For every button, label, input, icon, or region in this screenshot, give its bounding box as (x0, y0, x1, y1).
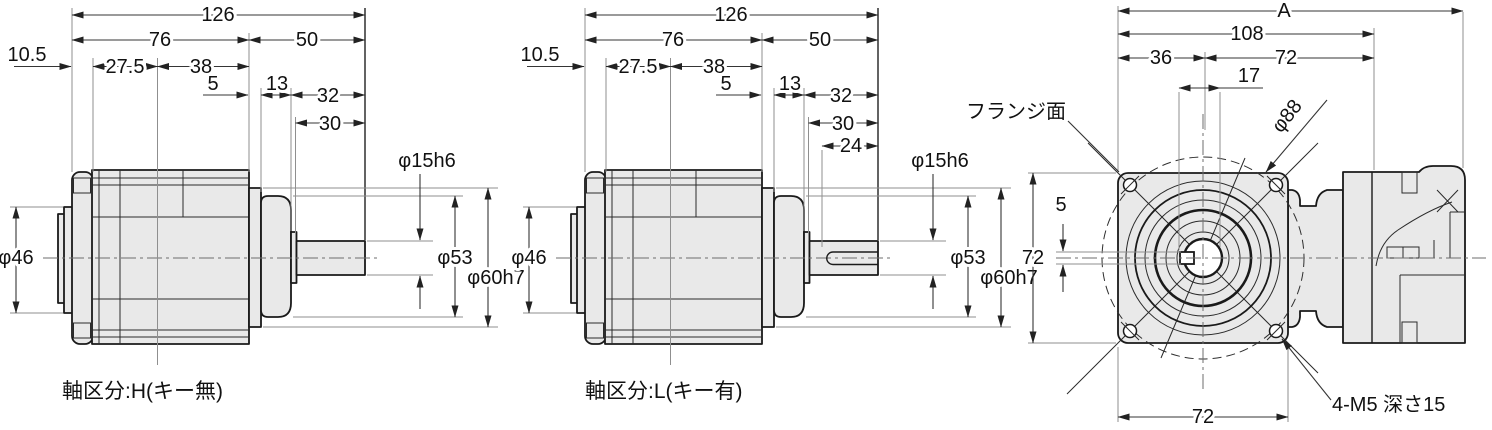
dim-shaft-length-h: 30 (319, 113, 341, 135)
dim-flange-height: 72 (1022, 247, 1044, 269)
dim-rear-cap-l: 10.5 (521, 44, 560, 66)
dim-shaft-length-l: 30 (832, 113, 854, 135)
phi88-leader (1265, 99, 1328, 173)
dim-pilot-dia-h: φ60h7 (467, 267, 524, 289)
dim-spacer-h: 5 (207, 73, 218, 95)
dim-body-width: 72 (1275, 47, 1297, 69)
dim-keyway-length-l: 24 (840, 135, 862, 157)
dim-flange-width: 72 (1192, 406, 1214, 428)
side-view-h-geometry (10, 8, 498, 365)
bolt-hole-top-left (1120, 175, 1140, 195)
bolt-hole-bottom-right (1266, 321, 1286, 341)
dim-step-h: 13 (266, 73, 288, 95)
caption-shaft-type-l: 軸区分:L(キー有) (585, 380, 743, 403)
dim-shaft-dia-l: φ15h6 (911, 150, 968, 172)
dim-center-offset: 36 (1150, 47, 1172, 69)
bolt-hole-top-right (1266, 175, 1286, 195)
dim-gear-section-l: 76 (662, 29, 684, 51)
motor-section-profile (1342, 165, 1466, 344)
dim-flange-to-body: 108 (1230, 23, 1263, 45)
dim-motor-section-l: 50 (809, 29, 831, 51)
dim-spacer-l: 5 (720, 73, 731, 95)
dim-gear-section-h: 76 (149, 29, 171, 51)
dim-shaft-overall-l: 32 (830, 85, 852, 107)
flange-face-leader (1067, 120, 1120, 173)
dim-section-a-l: 27.5 (619, 56, 658, 78)
dim-motor-section-h: 50 (296, 29, 318, 51)
caption-shaft-type-h: 軸区分:H(キー無) (62, 380, 223, 403)
bolt-hole-bottom-left (1120, 321, 1140, 341)
flange-face-label: フランジ面 (966, 101, 1066, 123)
dim-section-b-l: 38 (703, 56, 725, 78)
dim-pilot-dia-l: φ60h7 (980, 267, 1037, 289)
dim-total-length-h: 126 (201, 4, 234, 26)
side-view-l-geometry (523, 8, 1011, 365)
dim-rear-cap-h: 10.5 (8, 44, 47, 66)
dim-head-dia-h: φ53 (437, 247, 472, 269)
dim-shaft-dia-h: φ15h6 (398, 150, 455, 172)
dim-head-dia-l: φ53 (950, 247, 985, 269)
shaft-keyway (826, 251, 878, 266)
dim-section-a-h: 27.5 (106, 56, 145, 78)
dim-step-l: 13 (779, 73, 801, 95)
side-view-h: 126 76 50 10.5 27.5 38 5 13 32 30 φ15h6 … (0, 1, 528, 405)
front-view: A 108 36 72 17 5 72 72 フランジ面 φ88 4-M5 深さ… (964, 0, 1486, 430)
tap-leader (1281, 338, 1332, 401)
tap-note-label: 4-M5 深さ15 (1332, 393, 1445, 416)
side-view-l: 126 76 50 10.5 27.5 38 5 13 32 30 24 φ15… (508, 1, 1040, 405)
dim-section-b-h: 38 (190, 56, 212, 78)
dim-rear-boss-dia-h: φ46 (0, 247, 34, 269)
dim-key-height: 17 (1238, 65, 1260, 87)
dim-shaft-overall-h: 32 (317, 85, 339, 107)
dim-overall-a: A (1277, 0, 1291, 22)
dim-keyway-width: 5 (1055, 194, 1066, 216)
dim-total-length-l: 126 (714, 4, 747, 26)
dim-rear-boss-dia-l: φ46 (511, 247, 546, 269)
